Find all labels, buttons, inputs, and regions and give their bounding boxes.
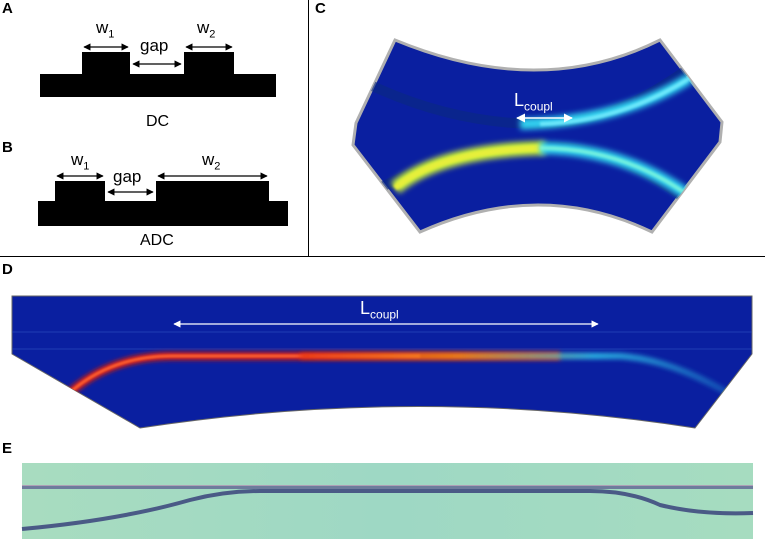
panel-b-substrate: [38, 201, 288, 226]
panel-a-waveguide-2: [184, 52, 234, 76]
panel-b-adc-cross-section: [38, 172, 288, 226]
panel-b-w2-label: w2: [202, 150, 221, 173]
panel-a-gap-label: gap: [140, 36, 169, 55]
panel-b-w1-label: w1: [71, 150, 90, 173]
panel-b-letter: B: [2, 139, 13, 156]
panel-d-lcoupl-label: Lcoupl: [360, 298, 399, 322]
panel-b-caption: ADC: [140, 232, 174, 249]
panel-c-letter: C: [315, 0, 326, 17]
panel-a-waveguide-1: [82, 52, 130, 76]
panel-a-dc-cross-section: [40, 43, 276, 97]
panel-d-letter: D: [2, 261, 13, 278]
panel-b-gap-label: gap: [113, 167, 142, 186]
panel-a-substrate: [40, 74, 276, 97]
panel-a-caption: DC: [146, 113, 170, 130]
panel-a-w2-label: w2: [197, 18, 216, 41]
horizontal-divider: [0, 256, 765, 257]
panel-b-waveguide-2: [156, 181, 269, 203]
panel-e-letter: E: [2, 440, 13, 457]
panel-c-lcoupl-label: Lcoupl: [514, 90, 553, 114]
panel-c-simulation: [351, 38, 724, 234]
panel-a-letter: A: [2, 0, 13, 17]
vertical-divider: [308, 0, 309, 256]
panel-b-waveguide-1: [55, 181, 105, 203]
panel-a-w1-label: w1: [96, 18, 115, 41]
